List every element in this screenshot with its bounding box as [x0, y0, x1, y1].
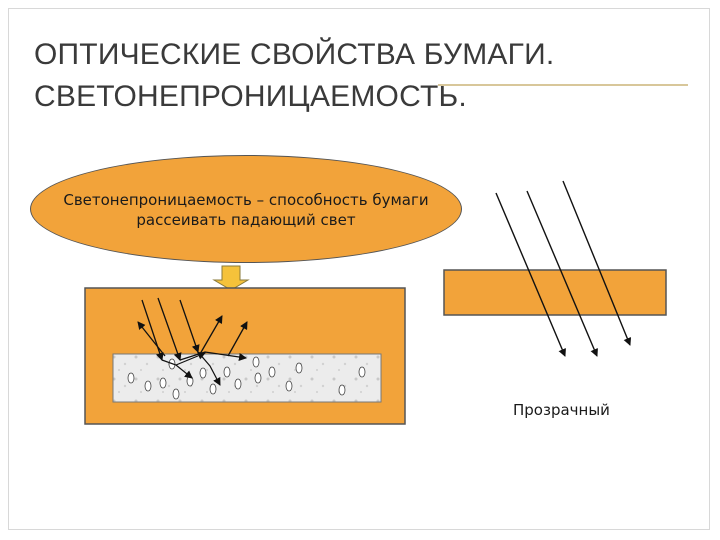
- down-arrow-icon: [212, 265, 250, 291]
- definition-line-1: Светонепроницаемость – способность бумаг…: [63, 191, 429, 209]
- transmitted-rays: [495, 180, 632, 357]
- fiber: [199, 367, 207, 379]
- fiber: [268, 366, 276, 378]
- fiber: [159, 377, 167, 389]
- incident-rays: [141, 297, 200, 361]
- fiber: [209, 383, 217, 395]
- slide-frame: [8, 8, 710, 530]
- fiber: [295, 362, 303, 374]
- slide-title: ОПТИЧЕСКИЕ СВОЙСТВА БУМАГИ. СВЕТОНЕПРОНИ…: [34, 34, 634, 118]
- fiber: [254, 372, 262, 384]
- fiber: [144, 380, 152, 392]
- title-line-1: ОПТИЧЕСКИЕ СВОЙСТВА БУМАГИ.: [34, 38, 555, 71]
- transparent-box: [443, 269, 667, 316]
- fiber: [358, 366, 366, 378]
- fiber: [252, 356, 260, 368]
- fiber: [223, 366, 231, 378]
- fiber: [285, 380, 293, 392]
- paper-fibers: [127, 356, 366, 400]
- title-line-2: СВЕТОНЕПРОНИЦАЕМОСТЬ.: [34, 80, 467, 113]
- paper-layer: [112, 353, 382, 403]
- definition-line-2: рассеивать падающий свет: [136, 211, 356, 229]
- title-underline: [438, 84, 688, 86]
- definition-ellipse: Светонепроницаемость – способность бумаг…: [30, 155, 462, 263]
- transparent-label: Прозрачный: [513, 401, 610, 419]
- fiber: [172, 388, 180, 400]
- fiber: [127, 372, 135, 384]
- scattered-rays: [161, 351, 247, 386]
- reflected-rays: [137, 315, 248, 357]
- fiber: [234, 378, 242, 390]
- fiber: [338, 384, 346, 396]
